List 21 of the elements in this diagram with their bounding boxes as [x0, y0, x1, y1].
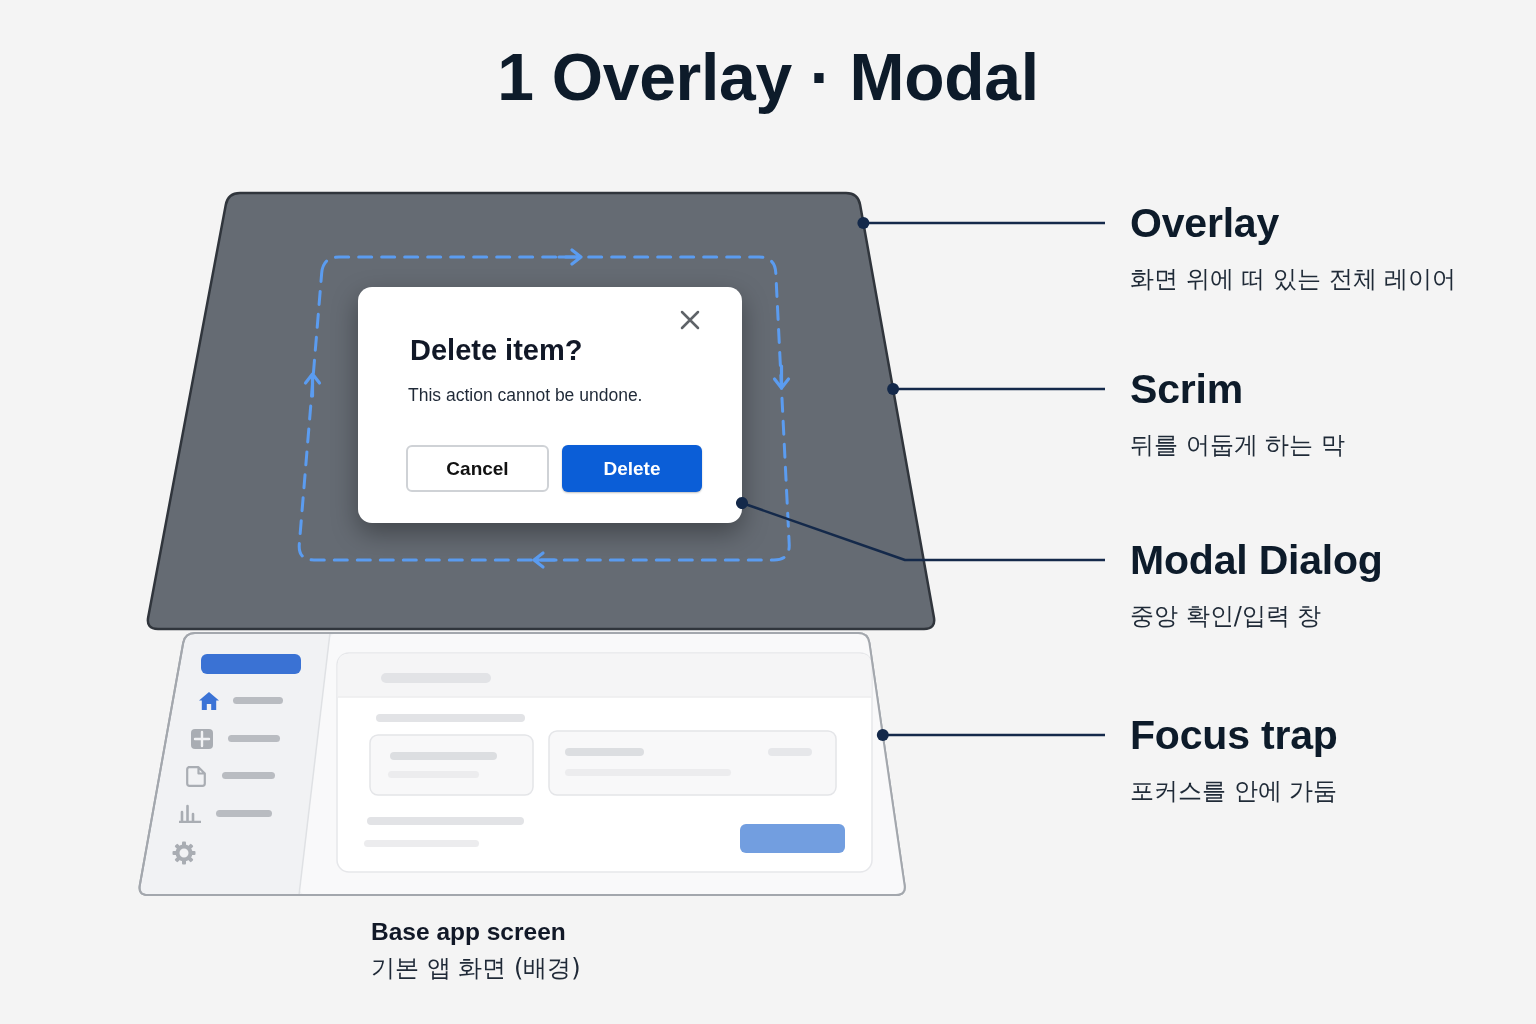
callout-title: Focus trap	[1130, 713, 1338, 757]
caption-title: Base app screen	[371, 917, 566, 947]
dialog-title: Delete item?	[410, 333, 583, 367]
overlay-scrim-panel	[145, 192, 937, 632]
delete-button: Delete	[562, 445, 702, 492]
app-screen-mockup	[137, 632, 908, 897]
callout-title: Scrim	[1130, 367, 1244, 411]
leader-line	[857, 217, 1105, 229]
callout-description: 뒤를 어둡게 하는 막	[1130, 430, 1345, 461]
modal-dialog	[358, 287, 742, 523]
callout-description: 화면 위에 떠 있는 전체 레이어	[1130, 264, 1457, 295]
callout-title: Modal Dialog	[1130, 538, 1383, 582]
leader-line	[887, 383, 1105, 395]
leader-line	[736, 497, 1105, 562]
callout-description: 포커스를 안에 가둠	[1130, 776, 1338, 807]
leader-line	[876, 729, 1105, 741]
callout-title: Overlay	[1130, 201, 1281, 245]
caption-subtitle: 기본 앱 화면 (배경)	[371, 953, 581, 984]
callout-description: 중앙 확인/입력 창	[1130, 601, 1323, 632]
cancel-button: Cancel	[406, 445, 549, 492]
dialog-message: This action cannot be undone.	[408, 384, 643, 406]
